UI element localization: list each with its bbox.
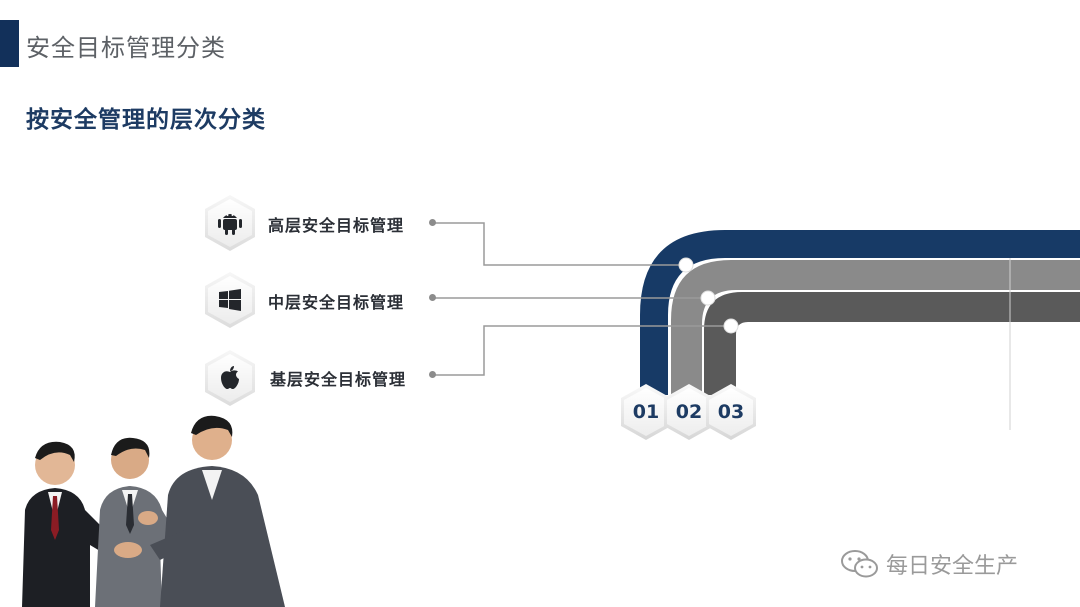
track-level-1 [640, 230, 1080, 395]
level-3-icon-hex [205, 350, 255, 406]
watermark: 每日安全生产 [840, 548, 1018, 580]
track-dot-3 [723, 318, 739, 334]
track-level-2 [671, 260, 1080, 395]
page-title: 安全目标管理分类 [26, 34, 226, 62]
header-accent-bar [0, 20, 19, 67]
number-hex-03: 03 [706, 384, 756, 440]
level-2-icon-hex [205, 272, 255, 328]
wechat-icon [841, 550, 878, 578]
track-dot-1 [678, 257, 694, 273]
track-dot-2 [700, 290, 716, 306]
android-icon [218, 214, 242, 235]
windows-icon [219, 289, 241, 311]
connector-level-3 [433, 325, 731, 376]
apple-icon [221, 366, 239, 389]
connector-start-dot-1 [429, 219, 436, 226]
connector-start-dot-3 [429, 371, 436, 378]
connector-start-dot-2 [429, 294, 436, 301]
track-level-3 [704, 292, 1080, 395]
level-3-label: 基层安全目标管理 [270, 370, 407, 389]
level-1-label: 高层安全目标管理 [268, 216, 405, 235]
section-subtitle: 按安全管理的层次分类 [26, 107, 266, 133]
connector-level-1 [433, 222, 686, 266]
level-2-label: 中层安全目标管理 [268, 293, 405, 312]
watermark-text: 每日安全生产 [886, 554, 1019, 579]
